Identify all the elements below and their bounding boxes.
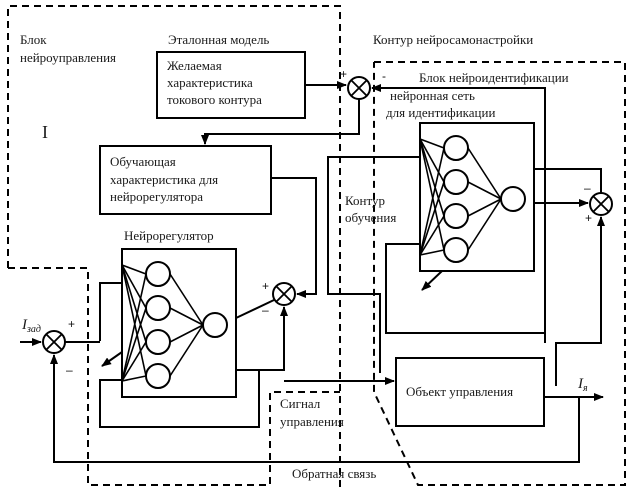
- input-synapse: [121, 264, 147, 377]
- input-synapse: [121, 264, 147, 309]
- ident-learning-arrow: [421, 270, 443, 291]
- neuro-control-block-label: Блок нейроуправления: [20, 32, 116, 65]
- ident-to-sum-ref-line: [371, 84, 546, 343]
- hidden-neuron: [443, 169, 469, 195]
- hidden-neuron: [145, 261, 171, 287]
- cursor-mark: I: [42, 122, 48, 142]
- reference-model-title: Эталонная модель: [168, 32, 269, 47]
- sum-junction-input: [42, 330, 66, 354]
- hidden-neuron: [443, 203, 469, 229]
- self-tuning-loop-border: [373, 61, 626, 486]
- hidden-neuron: [443, 237, 469, 263]
- input-synapse: [419, 138, 445, 149]
- hidden-output-synapse: [169, 273, 204, 326]
- hidden-output-synapse: [467, 198, 502, 251]
- hidden-output-synapse: [169, 324, 204, 343]
- input-synapse: [419, 215, 445, 256]
- hidden-output-synapse: [467, 181, 502, 200]
- ident-top-to-sum-line: [534, 168, 602, 193]
- input-synapse: [121, 264, 147, 343]
- control-signal-label: Сигнал управления: [280, 396, 344, 429]
- regulator-output-line: [236, 306, 288, 371]
- sum-ref-plus-sign: +: [340, 67, 347, 81]
- hidden-output-synapse: [467, 147, 502, 200]
- sum-reg-minus-sign: –: [262, 303, 269, 317]
- input-synapse: [419, 138, 445, 183]
- learning-loop-line: [327, 156, 420, 373]
- hidden-output-synapse: [169, 307, 204, 326]
- sum-id-minus-sign: –: [584, 181, 591, 195]
- hidden-output-synapse: [169, 324, 204, 377]
- setpoint-current-label: Iзад: [21, 317, 41, 335]
- neuro-regulator-title: Нейрорегулятор: [124, 228, 214, 243]
- sum-input-plus-sign: +: [68, 317, 75, 331]
- identification-network: [419, 135, 526, 263]
- sum-junction-regulator: [272, 282, 296, 306]
- output-neuron: [500, 186, 526, 212]
- plant-text: Объект управления: [406, 384, 513, 399]
- regulator-output-to-sum-line: [235, 299, 275, 319]
- reference-model-box[interactable]: [156, 51, 306, 119]
- input-synapse: [419, 147, 445, 256]
- training-characteristic-box[interactable]: [99, 145, 272, 215]
- neuro-control-block-border-lower: [8, 267, 340, 486]
- neuro-regulator-network: [121, 261, 228, 389]
- input-synapse: [419, 249, 445, 256]
- sum-input-minus-sign: –: [66, 363, 73, 377]
- hidden-neuron: [145, 363, 171, 389]
- learning-loop-label: Контур обучения: [345, 193, 396, 225]
- ident-bottom-loop: [385, 243, 545, 334]
- sum-ref-minus-sign: -: [382, 69, 386, 83]
- training-characteristic-text: Обучающая характеристика для нейрорегуля…: [110, 154, 221, 204]
- hidden-neuron: [145, 329, 171, 355]
- sum-junction-identification: [589, 192, 613, 216]
- sum-id-plus-sign: +: [585, 211, 592, 225]
- regulator-top-input: [99, 282, 122, 341]
- sum-reg-plus-sign: +: [262, 279, 269, 293]
- input-synapse: [419, 138, 445, 217]
- plant-box[interactable]: [395, 357, 545, 427]
- input-synapse: [121, 307, 147, 382]
- feedback-line: [50, 354, 580, 463]
- identification-block-label: Блок нейроидентификации: [419, 70, 569, 85]
- input-synapse: [121, 341, 147, 382]
- armature-current-label: Iя: [577, 376, 588, 394]
- input-synapse: [419, 138, 445, 251]
- regulator-learning-arrow: [101, 351, 123, 367]
- feedback-label: Обратная связь: [292, 466, 376, 481]
- sum-ref-to-training-line: [201, 99, 360, 145]
- regulator-bottom-loop: [99, 370, 260, 428]
- output-neuron: [202, 312, 228, 338]
- neuro-control-block-border: [7, 5, 341, 490]
- hidden-output-synapse: [467, 198, 502, 217]
- input-synapse: [121, 264, 147, 275]
- reference-model-text: Желаемая характеристика токового контура: [167, 58, 262, 107]
- sum-junction-reference: [347, 76, 371, 100]
- identification-net-title: нейронная сеть для идентификации: [386, 88, 495, 120]
- hidden-neuron: [145, 295, 171, 321]
- input-synapse: [121, 273, 147, 382]
- self-tuning-loop-label: Контур нейросамонастройки: [373, 32, 533, 47]
- input-synapse: [121, 375, 147, 382]
- input-synapse: [419, 181, 445, 256]
- plant-to-sum-id-line: [555, 216, 605, 386]
- training-to-sum-reg-line: [271, 177, 317, 298]
- hidden-neuron: [443, 135, 469, 161]
